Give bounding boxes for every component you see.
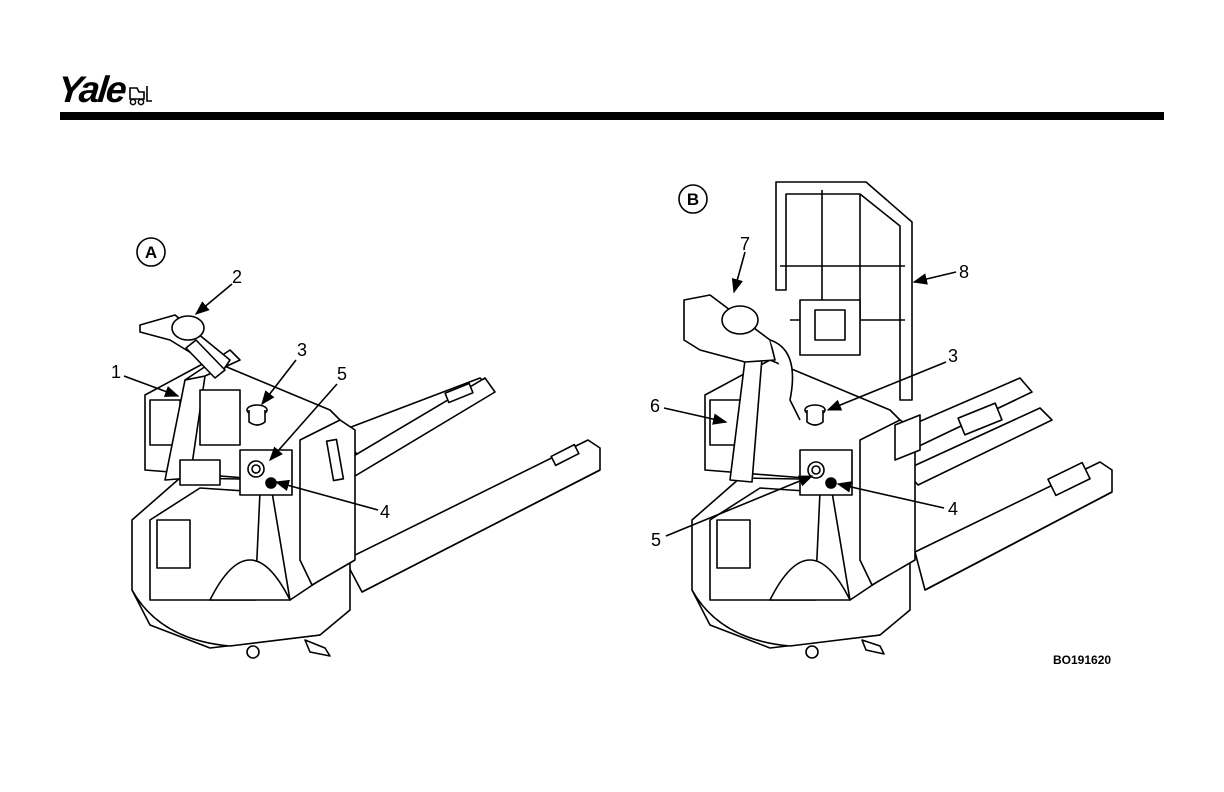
callout-b3: 3 <box>948 346 958 366</box>
figure-code: BO191620 <box>1053 653 1111 667</box>
panel-label-b: B <box>679 185 707 213</box>
svg-text:A: A <box>145 243 157 262</box>
callout-a5: 5 <box>337 364 347 384</box>
callout-b6: 6 <box>650 396 660 416</box>
callout-a2: 2 <box>232 267 242 287</box>
callout-b8: 8 <box>959 262 969 282</box>
callout-a1: 1 <box>111 362 121 382</box>
callout-a3: 3 <box>297 340 307 360</box>
truck-a-drawing <box>132 315 600 658</box>
callout-a4: 4 <box>380 502 390 522</box>
callout-b7: 7 <box>740 234 750 254</box>
svg-text:B: B <box>687 190 699 209</box>
panel-label-a: A <box>137 238 165 266</box>
callout-b4: 4 <box>948 499 958 519</box>
callout-b5: 5 <box>651 530 661 550</box>
